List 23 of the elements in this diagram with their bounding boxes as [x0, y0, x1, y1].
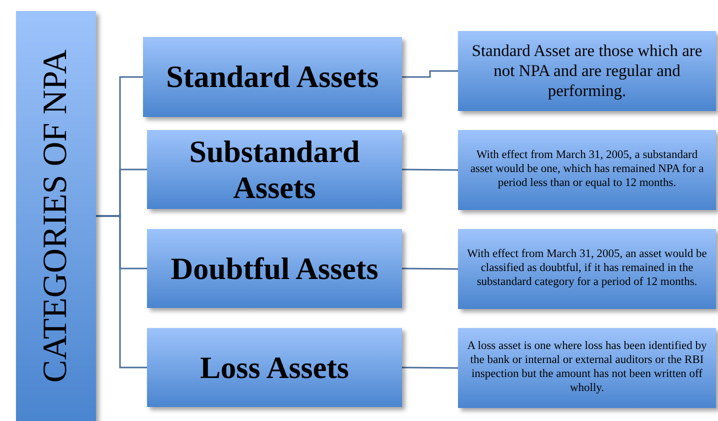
category-box	[147, 130, 402, 209]
connector-line	[402, 168, 458, 171]
connector-line	[402, 70, 458, 78]
connector-line	[402, 268, 458, 270]
connector-line	[402, 366, 458, 369]
description-text: With effect from March 31, 2005, an asset would be classified as doubtful, if it has remained in the substandard category for a period of 12 months.	[466, 248, 708, 290]
category-box	[143, 37, 402, 117]
description-box	[458, 130, 716, 210]
category-title: Doubtful Assets	[170, 250, 378, 286]
category-title: Substandard Assets	[188, 134, 361, 206]
title-banner	[16, 11, 96, 421]
connector-line	[96, 215, 147, 368]
description-text: A loss asset is one where loss has been identified by the bank or internal or external auditors or the RBI inspection but the amount has not been written off wholly.	[466, 340, 708, 396]
description-box	[458, 229, 716, 309]
title-text: CATEGORIES OF NPA	[36, 48, 76, 385]
description-box	[458, 328, 716, 408]
category-box	[147, 229, 402, 308]
category-box	[147, 328, 402, 407]
description-text: Standard Asset are those which are not NPA and are regular and performing.	[470, 41, 704, 101]
description-box	[458, 31, 716, 111]
description-text: With effect from March 31, 2005, a substandard asset would be one, which has remained NPA for a period less than or equal to 12 months.	[469, 149, 705, 191]
category-title: Loss Assets	[200, 350, 349, 386]
category-title: Standard Assets	[166, 59, 379, 95]
